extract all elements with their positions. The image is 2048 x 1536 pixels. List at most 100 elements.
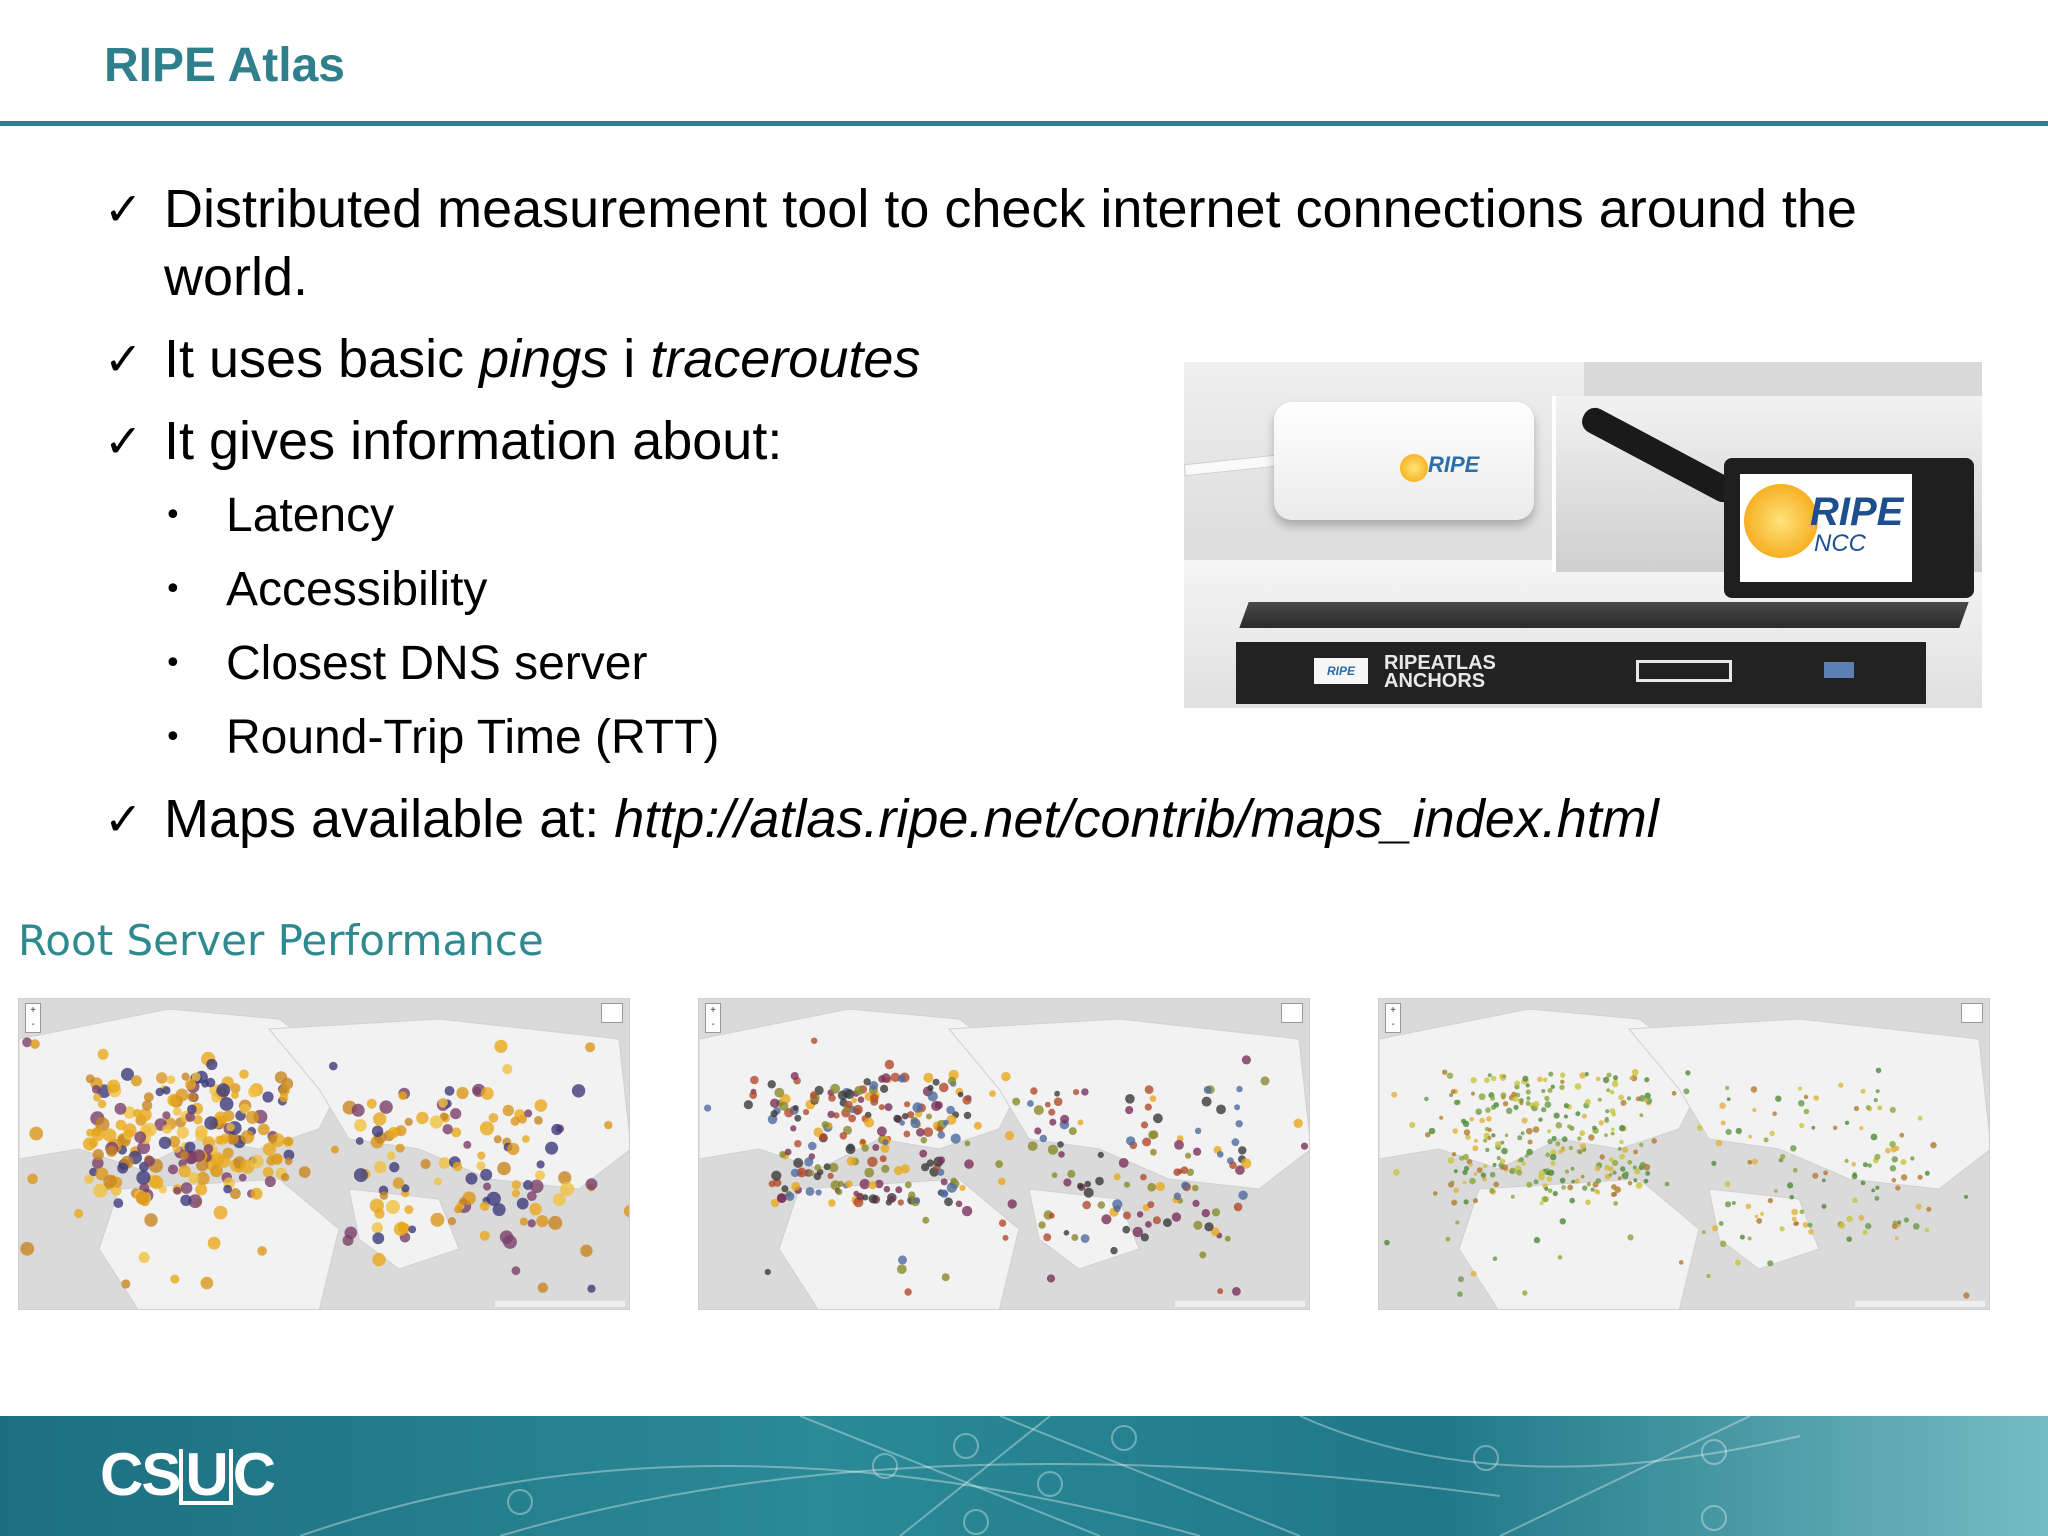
probe-dot xyxy=(883,1185,891,1193)
probe-dot xyxy=(920,1136,928,1144)
probe-dot xyxy=(173,1186,182,1195)
probe-dot xyxy=(201,1079,210,1088)
probe-dot xyxy=(897,1199,904,1206)
probe-dot xyxy=(219,1097,234,1111)
probe-dot xyxy=(200,1276,214,1290)
probe-dot xyxy=(1445,1236,1451,1242)
probe-dot xyxy=(1235,1165,1245,1175)
probe-dot xyxy=(1542,1077,1548,1083)
probe-dot xyxy=(1644,1077,1650,1083)
probe-dot xyxy=(114,1102,127,1115)
probe-dot xyxy=(82,1137,97,1151)
layers-icon[interactable] xyxy=(601,1003,623,1023)
probe-dot xyxy=(1626,1096,1632,1101)
probe-dot xyxy=(1519,1101,1524,1106)
probe-dot xyxy=(854,1085,864,1096)
probe-dot xyxy=(552,1193,566,1207)
probe-dot xyxy=(1629,1076,1634,1081)
probe-dot xyxy=(1233,1202,1243,1212)
probe-dot xyxy=(488,1113,499,1123)
map-panel[interactable]: +- xyxy=(698,998,1310,1310)
probe-dot xyxy=(1240,1158,1252,1169)
probe-dot xyxy=(502,1104,514,1117)
probe-dot xyxy=(1533,1179,1539,1185)
probe-dot xyxy=(585,1178,598,1191)
probe-dot xyxy=(1525,1089,1531,1095)
probe-dot xyxy=(1470,1077,1477,1084)
probe-dot xyxy=(196,1159,209,1172)
zoom-control[interactable]: +- xyxy=(705,1003,721,1033)
probe-dot xyxy=(1604,1118,1610,1123)
probe-dot xyxy=(1487,1073,1492,1078)
probe-dot xyxy=(1054,1090,1060,1097)
layers-icon[interactable] xyxy=(1961,1003,1983,1023)
probe-dot xyxy=(1473,1198,1478,1204)
probe-dot xyxy=(1651,1138,1657,1144)
probe-dot xyxy=(374,1160,387,1174)
probe-dot xyxy=(1807,1222,1813,1228)
probe-dot xyxy=(1774,1189,1778,1193)
probe-dot xyxy=(536,1215,549,1228)
map-attribution xyxy=(1855,1301,1985,1307)
probe-dot xyxy=(995,1160,1003,1168)
probe-dot xyxy=(848,1114,856,1123)
probe-dot xyxy=(1068,1127,1077,1136)
probe-dot xyxy=(878,1104,885,1111)
zoom-control[interactable]: +- xyxy=(1385,1003,1401,1033)
probe-dot xyxy=(904,1181,912,1189)
probe-dot xyxy=(1563,1114,1568,1119)
probe-dot xyxy=(815,1189,822,1196)
root-server-performance-title: Root Server Performance xyxy=(18,916,544,965)
map-panel[interactable]: +- xyxy=(18,998,630,1310)
probe-dot xyxy=(912,1102,923,1113)
probe-dot xyxy=(1501,1147,1508,1155)
probe-dot xyxy=(133,1108,142,1118)
probe-dot xyxy=(229,1188,241,1200)
probe-dot xyxy=(919,1149,928,1158)
probe-dot xyxy=(84,1174,94,1184)
probe-dot xyxy=(1550,1160,1556,1166)
probe-dot xyxy=(1469,1117,1474,1122)
probe-dot xyxy=(1586,1182,1592,1187)
layers-icon[interactable] xyxy=(1281,1003,1303,1023)
probe-dot xyxy=(880,1084,889,1093)
probe-dot xyxy=(827,1110,835,1119)
probe-dot xyxy=(1217,1151,1224,1158)
probe-dot xyxy=(1541,1089,1546,1093)
probe-dot xyxy=(1597,1097,1602,1102)
probe-dot xyxy=(1486,1116,1492,1122)
probe-dot xyxy=(1077,1119,1084,1126)
zoom-control[interactable]: +- xyxy=(25,1003,41,1033)
probe-dot xyxy=(274,1071,288,1084)
probe-dot xyxy=(1465,1134,1471,1140)
probe-dot xyxy=(280,1173,290,1182)
probe-dot xyxy=(166,1075,176,1085)
probe-dot xyxy=(226,1132,239,1145)
probe-dot xyxy=(869,1081,879,1090)
probe-dot xyxy=(1871,1188,1876,1193)
probe-dot xyxy=(239,1103,251,1114)
probe-dot xyxy=(851,1097,858,1104)
probe-dot xyxy=(1424,1096,1429,1102)
probe-dot xyxy=(1561,1185,1566,1190)
probe-dot xyxy=(585,1042,596,1053)
probe-dot xyxy=(1644,1098,1649,1103)
probe-dot xyxy=(1582,1185,1588,1191)
probe-dot xyxy=(770,1198,780,1208)
probe-dot xyxy=(1891,1177,1897,1183)
probe-dot xyxy=(1803,1108,1810,1115)
probe-dot xyxy=(278,1084,290,1096)
probe-dot xyxy=(408,1225,417,1234)
probe-dot xyxy=(1726,1097,1731,1101)
probe-dot xyxy=(1560,1079,1565,1084)
probe-dot xyxy=(964,1140,971,1147)
probe-dot xyxy=(1903,1217,1909,1223)
probe-dot xyxy=(1051,1172,1058,1178)
probe-dot xyxy=(298,1166,311,1178)
probe-dot xyxy=(944,1197,953,1207)
probe-dot xyxy=(249,1154,264,1169)
probe-dot xyxy=(95,1117,110,1132)
probe-dot xyxy=(749,1091,758,1099)
map-panel[interactable]: +- xyxy=(1378,998,1990,1310)
probe-dot xyxy=(1617,1147,1622,1151)
